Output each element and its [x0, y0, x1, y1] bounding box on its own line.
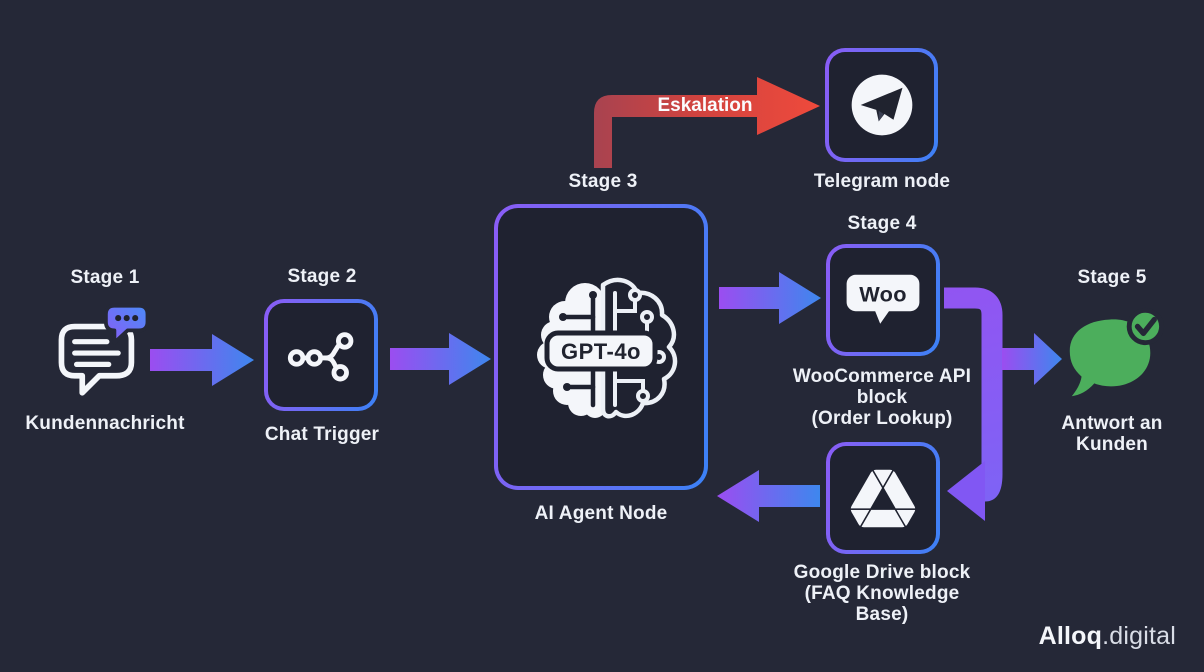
- arrow-escalation: [594, 77, 820, 168]
- arrow-stage2-to-ai-agent: [390, 333, 491, 385]
- telegram-title: Telegram node: [813, 171, 951, 192]
- google-drive-title: Google Drive block (FAQ Knowledge Base): [782, 562, 982, 625]
- chat-trigger-node: [264, 299, 378, 411]
- woocommerce-title-line2: block: [856, 387, 908, 408]
- brand-name: Alloq: [1038, 622, 1103, 650]
- woo-logo-text: Woo: [859, 281, 907, 306]
- stage5-title-line1: Antwort an: [1061, 413, 1163, 434]
- arrowhead-into-drive: [947, 461, 985, 521]
- woocommerce-title-line1: WooCommerce API: [792, 366, 972, 387]
- stage1-label: Stage 1: [70, 267, 140, 288]
- stage5-label: Stage 5: [1077, 267, 1147, 288]
- ai-agent-title: AI Agent Node: [534, 503, 668, 524]
- workflow-branch-icon: [287, 332, 354, 382]
- ai-brain-circuit-icon: GPT-4o: [537, 277, 678, 419]
- stage1-title: Kundennachricht: [25, 413, 185, 434]
- stage5-title-line2: Kunden: [1076, 434, 1148, 455]
- chat-success-icon: [1058, 298, 1166, 408]
- arrow-to-stage5: [1002, 333, 1062, 385]
- google-drive-title-line1: Google Drive block: [793, 562, 971, 583]
- brand-suffix: .digital: [1102, 622, 1176, 650]
- stage4-label: Stage 4: [847, 213, 917, 234]
- google-drive-icon: [850, 468, 916, 528]
- woocommerce-title-line3: (Order Lookup): [811, 408, 953, 429]
- arrow-stage1-to-stage2: [150, 334, 254, 386]
- google-drive-node: [826, 442, 940, 554]
- woocommerce-node: Woo: [826, 244, 940, 356]
- stage2-title: Chat Trigger: [264, 424, 380, 445]
- stage5-title: Antwort an Kunden: [1052, 413, 1172, 455]
- woocommerce-icon: Woo: [846, 274, 920, 324]
- connector-woocommerce-to-drive: [944, 287, 1003, 502]
- gpt4o-badge: GPT-4o: [561, 339, 641, 364]
- telegram-node: [825, 48, 938, 162]
- brand-logo: Alloq.digital: [1039, 622, 1176, 651]
- chat-message-icon: [52, 303, 156, 405]
- ai-agent-node: GPT-4o: [494, 204, 708, 490]
- telegram-icon: [851, 74, 912, 136]
- arrow-drive-to-ai-agent: [717, 470, 820, 522]
- stage3-label: Stage 3: [568, 171, 638, 192]
- woocommerce-title: WooCommerce API block (Order Lookup): [792, 366, 972, 429]
- google-drive-title-line2: (FAQ Knowledge Base): [804, 583, 960, 625]
- arrow-ai-agent-to-woocommerce: [719, 272, 821, 324]
- escalation-label: Eskalation: [657, 95, 753, 116]
- stage2-label: Stage 2: [287, 266, 357, 287]
